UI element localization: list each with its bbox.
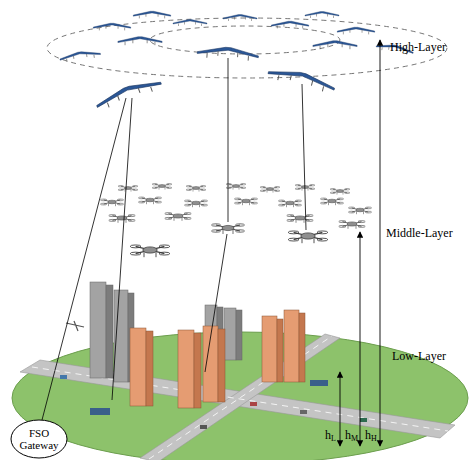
uav-drone [186,185,206,191]
haps-aircraft [271,21,308,28]
haps-aircraft [133,11,170,18]
height-arrow [340,372,341,446]
uav-drone [138,197,161,204]
uav-drone [152,183,172,189]
orbit-inner [150,26,340,54]
haps-aircraft [93,23,130,30]
ellipse-outline [11,420,67,458]
uav-drone [184,200,207,207]
building-side [218,329,225,402]
building [130,328,146,406]
node-label: FSO Gateway [15,427,63,451]
uav-drone [234,198,257,205]
haps-aircraft [94,76,162,111]
haps-aircraft [59,49,100,62]
building [224,308,236,360]
uav-drone [320,198,343,205]
car [250,402,257,406]
uav-drone [212,224,245,234]
building-side [277,319,283,382]
car [300,410,307,414]
small-aircraft [66,321,84,331]
height-arrow [380,40,381,446]
fso-link [42,98,126,420]
bus [90,408,110,415]
building-side [106,285,113,378]
haps-aircraft [313,41,357,49]
bus [310,380,328,386]
fso-link [228,58,229,222]
car [360,418,367,422]
layer-label: High-Layer [390,40,446,55]
orbit-outer [47,18,447,78]
building-side [299,313,305,382]
uav-drone [348,207,371,214]
car [200,425,207,429]
uav-drone [165,213,191,221]
height-symbol: hH [365,428,377,443]
car [60,375,67,379]
building [284,310,299,382]
building-side [146,331,153,406]
height-symbol: hM [345,428,358,443]
building-side [194,333,201,408]
building [178,330,194,408]
uav-drone [130,245,170,257]
height-symbol: hL [325,428,336,443]
building [262,316,277,382]
haps-aircraft [267,65,336,94]
building-side [236,310,242,360]
uav-drone [118,185,138,191]
haps-aircraft [223,15,257,22]
building [90,282,106,378]
height-arrow [360,232,361,446]
uav-drone [339,221,365,229]
uav-drone [109,215,135,223]
uav-drone [260,186,280,192]
layer-label: Low-Layer [392,349,446,364]
uav-drone [100,199,123,206]
uav-drone [330,188,350,194]
haps-aircraft [118,37,162,45]
uav-drone [288,231,328,243]
uav-drone [226,183,246,189]
uav-drone [278,200,301,207]
haps-aircraft [173,20,207,27]
fso-link [112,98,132,400]
fso-link [205,234,227,372]
haps-aircraft [305,12,339,19]
fso-link [302,84,306,230]
gateway-ellipse: FSO Gateway [10,419,68,459]
haps-aircraft [337,27,374,34]
layer-label: Middle-Layer [386,226,453,241]
uav-drone [287,215,313,223]
